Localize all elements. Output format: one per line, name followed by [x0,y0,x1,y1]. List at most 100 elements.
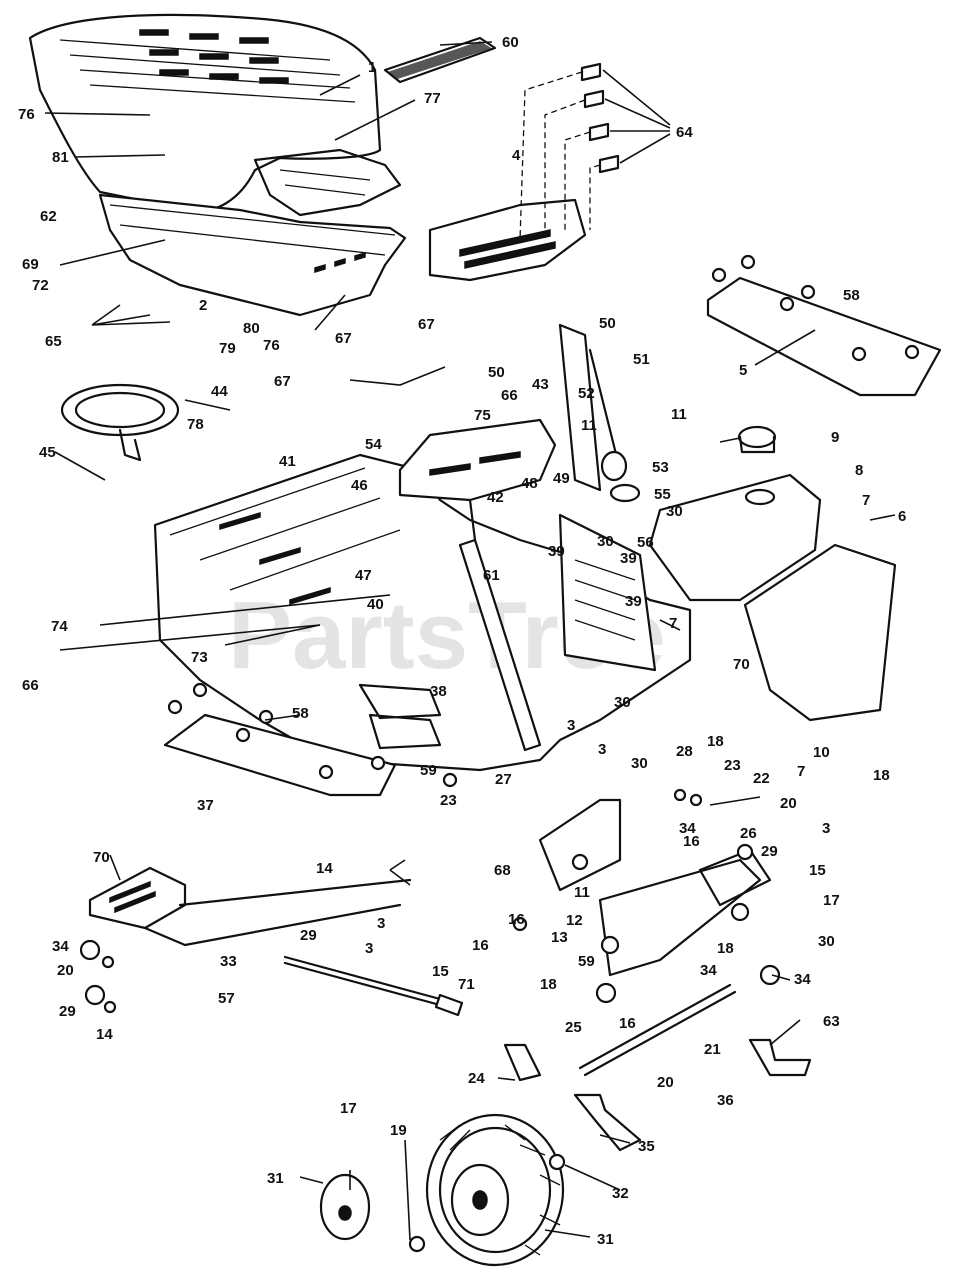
callout-46: 46 [351,477,368,494]
front-wheel [425,1113,565,1267]
callout-45: 45 [39,444,56,461]
callout-58: 58 [843,287,860,304]
callout-4: 4 [512,147,521,164]
callout-67: 67 [418,316,435,333]
callout-18: 29 [59,1003,76,1020]
callout-3: 16 [508,911,525,928]
callout-7: 18 [873,767,890,784]
callout-29: 14 [96,1026,113,1043]
callout-65: 65 [45,333,62,350]
callout-23: 20 [780,795,797,812]
callout-30: 30 [631,755,648,772]
tank-cover [743,543,897,722]
hood-screws [519,62,620,241]
callout-38: 38 [430,683,447,700]
callout-50: 50 [488,364,505,381]
callout-74: 74 [51,618,68,635]
callout-63: 24 [468,1070,485,1087]
support-bracket [558,513,657,672]
callout-48: 48 [521,475,538,492]
callout-3: 59 [578,953,595,970]
callout-80: 80 [243,320,260,337]
callout-70: 14 [316,860,333,877]
callout-60: 60 [502,34,519,51]
callout-36: 17 [340,1100,357,1117]
callout-67: 67 [335,330,352,347]
callout-30: 30 [614,694,631,711]
callout-78: 78 [187,416,204,433]
callout-18: 18 [707,733,724,750]
dash-panel [428,198,587,282]
callout-39: 39 [625,593,642,610]
callout-8: 8 [855,462,863,479]
callout-66: 66 [501,387,518,404]
callout-67: 67 [274,373,291,390]
callout-32: 31 [597,1231,614,1248]
callout-44: 44 [211,383,228,400]
foam-strip [383,36,497,84]
callout-23: 23 [724,757,741,774]
callout-9: 9 [831,429,839,446]
callout-79: 79 [219,340,236,357]
callout-3: 34 [679,820,696,837]
callout-76: 76 [263,337,280,354]
callout-35: 31 [267,1170,284,1187]
callout-73: 73 [191,649,208,666]
callout-3: 7 [797,763,805,780]
callout-71: 18 [540,976,557,993]
steering-wheel [54,383,180,481]
callout-47: 47 [355,567,372,584]
callout-5: 5 [739,362,747,379]
tie-rod [283,955,464,1017]
callout-29: 20 [57,962,74,979]
callout-1: 1 [368,59,376,76]
callout-34: 16 [683,833,700,850]
callout-72: 72 [32,277,49,294]
callout-16: 29 [761,843,778,860]
callout-30: 13 [551,929,568,946]
callout-54: 54 [365,436,382,453]
grille-housing [98,193,407,317]
callout-75: 75 [474,407,491,424]
lift-linkage [558,323,641,503]
callout-76: 76 [18,106,35,123]
callout-25: 63 [823,1013,840,1030]
callout-51: 51 [633,351,650,368]
fuel-tank [648,425,822,602]
callout-59: 34 [794,971,811,988]
callout-77: 77 [424,90,441,107]
callout-50: 50 [599,315,616,332]
callout-56: 56 [637,534,654,551]
callout-17: 11 [574,884,590,901]
brake-pedal [88,866,412,947]
callout-66: 66 [22,677,39,694]
callout-22: 22 [753,770,770,787]
callout-3: 3 [567,717,575,734]
callout-14: 16 [619,1015,636,1032]
callout-14: 15 [809,862,826,879]
axle [503,983,812,1152]
callout-10: 10 [813,744,830,761]
front-axle-support [538,798,772,977]
callout-34: 29 [300,927,317,944]
callout-52: 52 [578,385,595,402]
callout-labels: 60 1 76 77 64 81 4 62 69 72 58 2 80 65 7… [18,34,906,1248]
callout-68: 70 [93,849,110,866]
callout-40: 40 [367,596,384,613]
callout-21: 36 [717,1092,734,1109]
callout-18: 23 [440,792,457,809]
callout-7: 7 [862,492,870,509]
callout-70: 70 [733,656,750,673]
callout-81: 81 [52,149,69,166]
callout-20: 21 [704,1041,721,1058]
callout-6: 6 [898,508,906,525]
hub-cap [319,1173,371,1241]
callout-2: 2 [199,297,207,314]
callout-26: 3 [822,820,830,837]
callout-34: 15 [432,963,449,980]
callout-3: 3 [598,741,606,758]
dashboard-43 [398,418,557,502]
callout-62: 62 [40,208,57,225]
plate-5 [706,254,942,397]
